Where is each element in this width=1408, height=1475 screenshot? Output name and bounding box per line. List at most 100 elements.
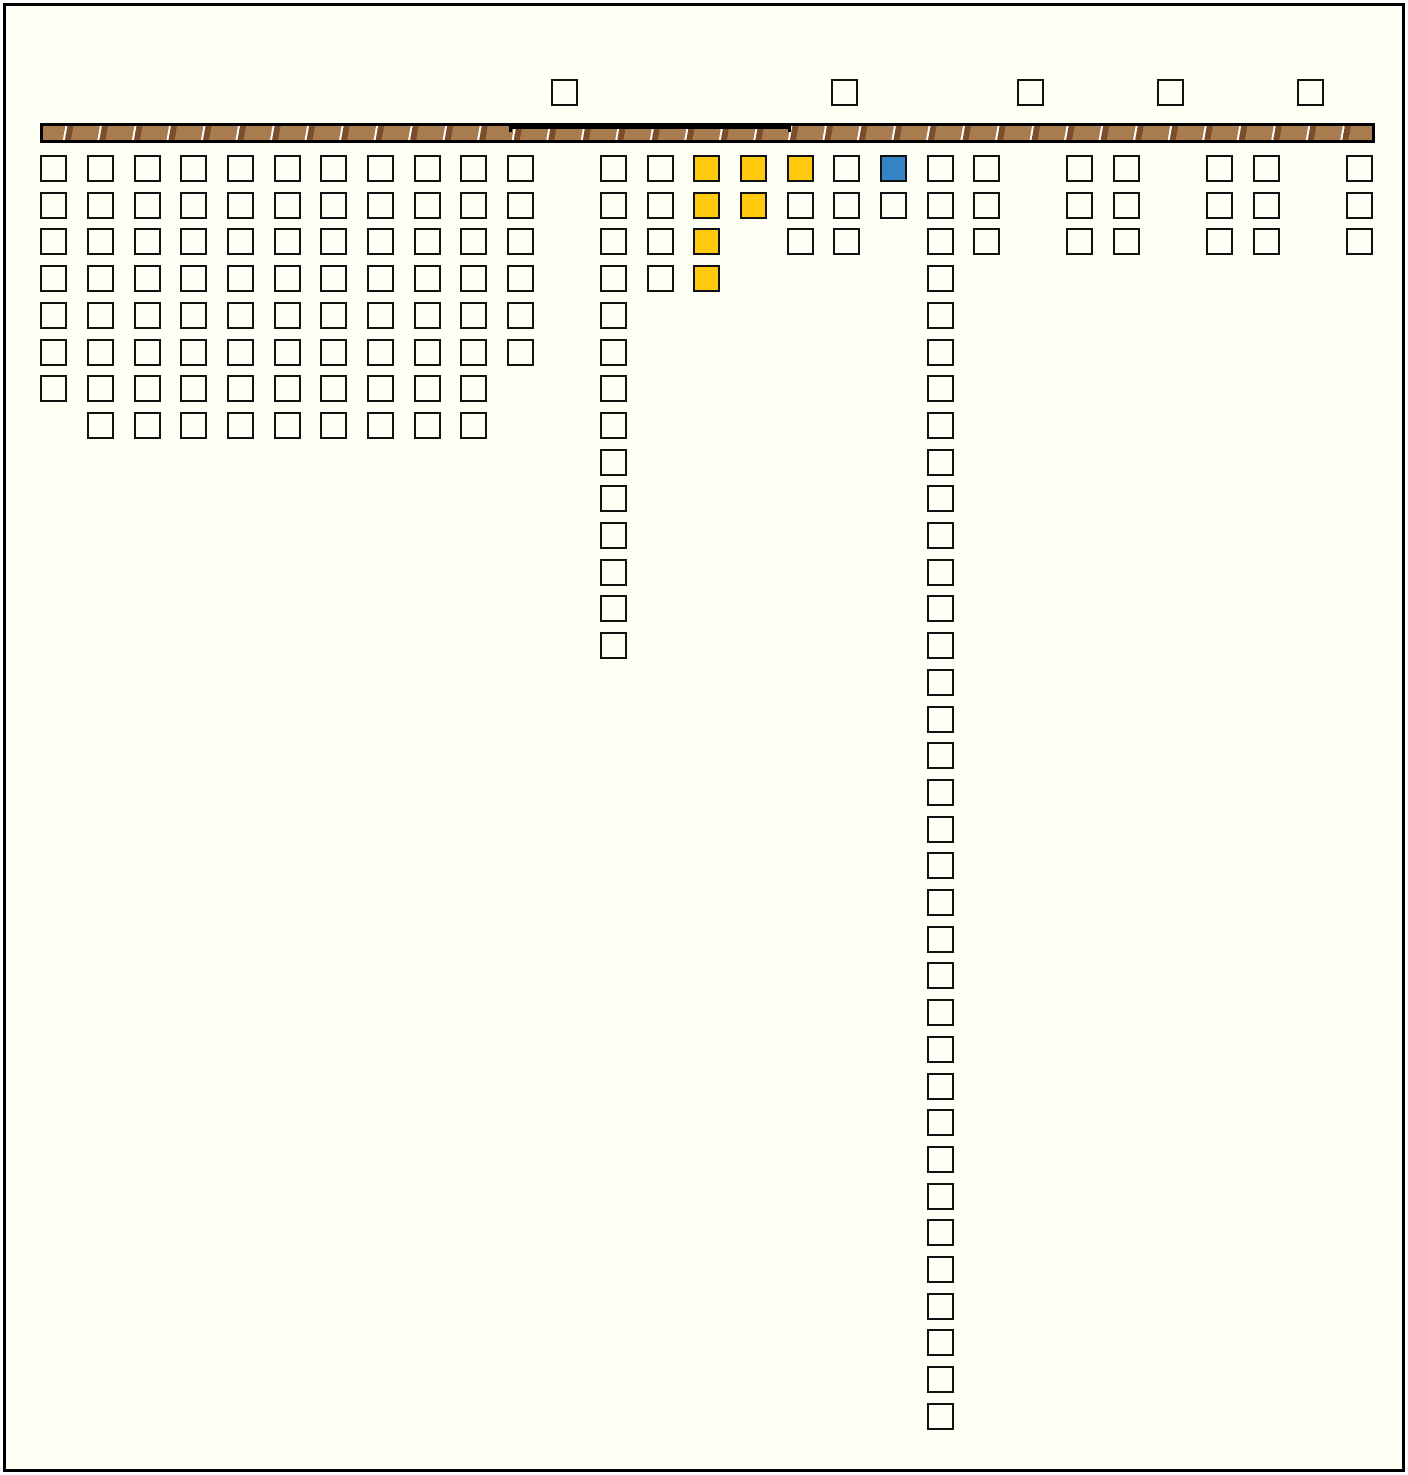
grid-cell[interactable]	[927, 962, 954, 990]
grid-cell[interactable]	[927, 522, 954, 549]
grid-cell[interactable]	[880, 191, 907, 219]
grid-cell[interactable]	[927, 852, 954, 880]
grid-cell[interactable]	[227, 228, 254, 256]
grid-cell[interactable]	[227, 265, 254, 293]
grid-cell[interactable]	[40, 375, 67, 403]
grid-cell[interactable]	[414, 191, 441, 219]
grid-cell[interactable]	[134, 265, 161, 293]
grid-cell[interactable]	[927, 1402, 954, 1430]
grid-cell[interactable]	[367, 338, 394, 366]
grid-cell[interactable]	[600, 338, 627, 366]
grid-cell[interactable]	[927, 485, 954, 513]
grid-cell[interactable]	[274, 155, 301, 182]
grid-cell[interactable]	[227, 191, 254, 219]
grid-cell[interactable]	[507, 191, 534, 219]
top-slot[interactable]	[831, 79, 858, 106]
grid-cell[interactable]	[927, 1145, 954, 1173]
grid-cell[interactable]	[227, 375, 254, 403]
grid-cell[interactable]	[1346, 155, 1373, 182]
grid-cell[interactable]	[460, 301, 487, 329]
grid-cell[interactable]	[367, 191, 394, 219]
grid-cell[interactable]	[927, 228, 954, 256]
grid-cell[interactable]	[40, 228, 67, 256]
grid-cell[interactable]	[600, 522, 627, 549]
grid-cell[interactable]	[320, 155, 347, 182]
top-slot[interactable]	[551, 79, 578, 106]
grid-cell[interactable]	[87, 265, 114, 293]
grid-cell[interactable]	[927, 375, 954, 403]
grid-cell[interactable]	[787, 191, 814, 219]
grid-cell[interactable]	[180, 155, 207, 182]
grid-cell[interactable]	[134, 411, 161, 439]
grid-cell[interactable]	[927, 558, 954, 586]
grid-cell[interactable]	[507, 301, 534, 329]
grid-cell[interactable]	[507, 265, 534, 293]
grid-cell[interactable]	[507, 228, 534, 256]
grid-cell[interactable]	[1346, 191, 1373, 219]
grid-cell[interactable]	[973, 191, 1000, 219]
grid-cell[interactable]	[927, 815, 954, 843]
grid-cell[interactable]	[180, 301, 207, 329]
grid-cell[interactable]	[927, 668, 954, 696]
grid-cell[interactable]	[460, 265, 487, 293]
grid-cell[interactable]	[600, 301, 627, 329]
grid-cell[interactable]	[600, 191, 627, 219]
grid-cell[interactable]	[134, 301, 161, 329]
grid-cell[interactable]	[40, 191, 67, 219]
grid-cell[interactable]	[40, 338, 67, 366]
grid-cell[interactable]	[973, 155, 1000, 182]
top-slot[interactable]	[1017, 79, 1044, 106]
grid-cell[interactable]	[460, 191, 487, 219]
grid-cell[interactable]	[833, 228, 860, 256]
grid-cell[interactable]	[600, 595, 627, 623]
grid-cell[interactable]	[927, 1366, 954, 1394]
grid-cell[interactable]	[927, 411, 954, 439]
grid-cell[interactable]	[274, 411, 301, 439]
grid-cell[interactable]	[927, 448, 954, 476]
grid-cell[interactable]	[320, 228, 347, 256]
grid-cell[interactable]	[134, 155, 161, 182]
grid-cell[interactable]	[787, 228, 814, 256]
grid-cell[interactable]	[40, 301, 67, 329]
grid-cell[interactable]	[927, 889, 954, 916]
grid-cell[interactable]	[414, 155, 441, 182]
grid-cell[interactable]	[1206, 155, 1233, 182]
grid-cell[interactable]	[647, 265, 674, 293]
grid-cell[interactable]	[414, 265, 441, 293]
grid-cell[interactable]	[274, 301, 301, 329]
grid-cell[interactable]	[927, 1292, 954, 1320]
grid-cell[interactable]	[1066, 155, 1093, 182]
grid-cell[interactable]	[600, 632, 627, 660]
grid-cell[interactable]	[1113, 155, 1140, 182]
grid-cell[interactable]	[180, 228, 207, 256]
grid-cell[interactable]	[367, 375, 394, 403]
grid-cell[interactable]	[927, 1182, 954, 1210]
grid-cell[interactable]	[227, 411, 254, 439]
grid-cell[interactable]	[693, 155, 720, 182]
grid-cell[interactable]	[1066, 191, 1093, 219]
grid-cell[interactable]	[134, 375, 161, 403]
grid-cell[interactable]	[320, 301, 347, 329]
grid-cell[interactable]	[927, 1329, 954, 1357]
grid-cell[interactable]	[414, 375, 441, 403]
grid-cell[interactable]	[927, 1219, 954, 1247]
grid-cell[interactable]	[367, 228, 394, 256]
grid-cell[interactable]	[1113, 228, 1140, 256]
grid-cell[interactable]	[927, 191, 954, 219]
grid-cell[interactable]	[507, 338, 534, 366]
grid-cell[interactable]	[647, 191, 674, 219]
grid-cell[interactable]	[460, 375, 487, 403]
grid-cell[interactable]	[180, 338, 207, 366]
grid-cell[interactable]	[134, 338, 161, 366]
top-slot[interactable]	[1297, 79, 1324, 106]
grid-cell[interactable]	[927, 1072, 954, 1100]
grid-cell[interactable]	[927, 925, 954, 953]
grid-cell[interactable]	[927, 705, 954, 733]
grid-cell[interactable]	[927, 1256, 954, 1283]
grid-cell[interactable]	[927, 338, 954, 366]
grid-cell[interactable]	[787, 155, 814, 182]
grid-cell[interactable]	[414, 301, 441, 329]
grid-cell[interactable]	[647, 228, 674, 256]
grid-cell[interactable]	[180, 191, 207, 219]
grid-cell[interactable]	[367, 301, 394, 329]
